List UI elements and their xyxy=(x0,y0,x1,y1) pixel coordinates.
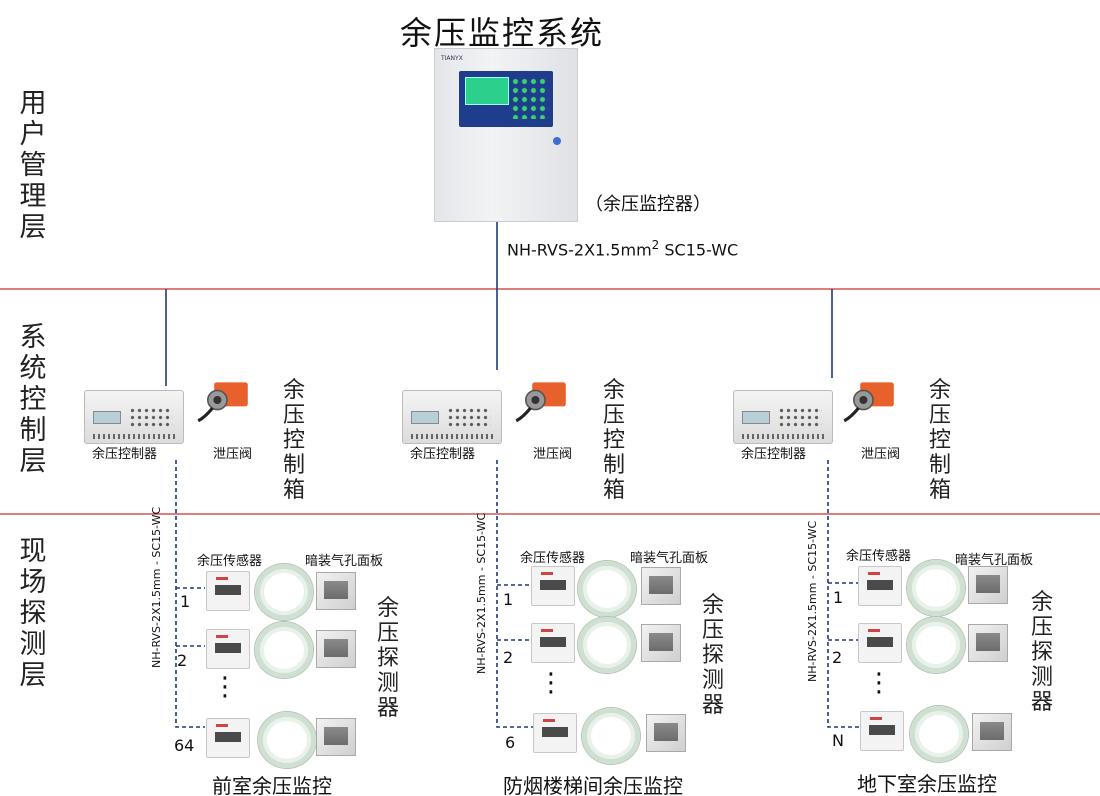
index-1-c: 64 xyxy=(174,736,195,755)
caption-2: 防烟楼梯间余压监控 xyxy=(503,774,683,796)
pressure-sensor-2-2 xyxy=(531,623,575,663)
air-panel-2-2 xyxy=(641,624,681,662)
valve-label-1: 泄压阀 xyxy=(213,447,253,462)
air-tube-2-2 xyxy=(578,617,636,673)
air-panel-3-n xyxy=(972,713,1012,751)
main-controller-cabinet: TIANYX xyxy=(434,48,578,222)
pressure-sensor-2-n xyxy=(533,713,577,753)
layer-label-field: 现场探测层 xyxy=(19,536,47,691)
field-bus-1 xyxy=(175,460,205,728)
air-panel-2-1 xyxy=(641,567,681,605)
air-tube-2-n xyxy=(582,708,640,764)
field-bus-3 xyxy=(827,460,861,728)
air-panel-1-1 xyxy=(316,572,356,610)
sensor-label-2: 余压传感器 xyxy=(520,551,586,566)
sensor-label-3: 余压传感器 xyxy=(846,549,912,564)
air-tube-3-1 xyxy=(907,560,965,616)
sensor-label-1: 余压传感器 xyxy=(197,554,263,569)
caption-3: 地下室余压监控 xyxy=(857,772,997,796)
main-cable-spec: NH-RVS-2X1.5mm xyxy=(507,240,652,260)
index-1-b: 2 xyxy=(177,651,188,670)
control-box-label-2: 余压控制箱 xyxy=(602,378,625,503)
pressure-sensor-2-1 xyxy=(531,566,575,606)
air-tube-2-1 xyxy=(578,561,636,617)
relief-valve-1 xyxy=(197,382,248,423)
control-panel xyxy=(459,71,553,127)
index-3-a: 1 xyxy=(833,588,844,607)
ellipsis-2: ⋮ xyxy=(538,668,564,698)
caption-1: 前室余压监控 xyxy=(212,774,332,796)
control-box-label-1: 余压控制箱 xyxy=(282,378,305,503)
air-panel-3-2 xyxy=(968,624,1008,662)
control-box-label-3: 余压控制箱 xyxy=(928,378,951,503)
pressure-sensor-1-1 xyxy=(206,571,250,611)
relief-valve-2 xyxy=(515,382,566,423)
air-tube-1-1 xyxy=(255,564,313,620)
keypad xyxy=(511,77,549,119)
panel-label-1: 暗装气孔面板 xyxy=(305,554,384,569)
diagram-title: 余压监控系统 xyxy=(400,14,605,52)
air-tube-1-n xyxy=(258,712,316,768)
controller-label-3: 余压控制器 xyxy=(741,447,807,462)
index-2-c: 6 xyxy=(505,733,516,752)
index-2-a: 1 xyxy=(503,590,514,609)
pressure-sensor-1-2 xyxy=(206,629,250,669)
controller-label-2: 余压控制器 xyxy=(410,447,476,462)
air-tube-3-2 xyxy=(907,617,965,673)
valve-label-3: 泄压阀 xyxy=(861,447,901,462)
pressure-controller-2 xyxy=(402,390,502,444)
detector-label-2: 余压探测器 xyxy=(701,593,724,718)
main-cable-label: NH-RVS-2X1.5mm2 SC15-WC xyxy=(507,238,738,259)
layer-label-user: 用户管理层 xyxy=(19,88,47,243)
field-cable-label-2: NH-RVS-2X1.5mm - SC15-WC xyxy=(475,512,488,674)
detector-label-1: 余压探测器 xyxy=(376,596,399,721)
main-cable-sup: 2 xyxy=(651,238,660,252)
valve-label-2: 泄压阀 xyxy=(533,447,573,462)
index-1-a: 1 xyxy=(180,592,191,611)
index-3-b: 2 xyxy=(832,648,843,667)
pressure-sensor-3-1 xyxy=(858,566,902,606)
index-2-b: 2 xyxy=(503,648,514,667)
pressure-sensor-1-n xyxy=(206,718,250,758)
lcd-screen xyxy=(465,77,509,105)
main-controller-label: （余压监控器） xyxy=(585,194,711,215)
controller-label-1: 余压控制器 xyxy=(92,447,158,462)
layer-label-system: 系统控制层 xyxy=(19,322,47,477)
index-3-c: N xyxy=(832,731,844,750)
air-panel-3-1 xyxy=(968,566,1008,604)
pressure-sensor-3-2 xyxy=(858,623,902,663)
field-bus-2 xyxy=(496,460,535,728)
pressure-sensor-3-n xyxy=(860,711,904,751)
relief-valve-3 xyxy=(843,382,894,423)
air-panel-1-2 xyxy=(316,630,356,668)
panel-label-2: 暗装气孔面板 xyxy=(630,551,709,566)
main-cable-tail: SC15-WC xyxy=(659,240,739,260)
air-tube-3-n xyxy=(910,706,968,762)
ellipsis-1: ⋮ xyxy=(212,672,238,702)
pressure-controller-3 xyxy=(733,390,833,444)
lock-icon xyxy=(553,137,561,145)
pressure-controller-1 xyxy=(84,390,184,444)
brand-logo: TIANYX xyxy=(441,55,463,62)
panel-label-3: 暗装气孔面板 xyxy=(955,553,1034,568)
air-panel-1-n xyxy=(316,718,356,756)
detector-label-3: 余压探测器 xyxy=(1030,590,1053,715)
air-tube-1-2 xyxy=(255,622,313,678)
field-cable-label-1: NH-RVS-2X1.5mm - SC15-WC xyxy=(150,506,163,668)
field-cable-label-3: NH-RVS-2X1.5mm - SC15-WC xyxy=(806,520,819,682)
ellipsis-3: ⋮ xyxy=(866,668,892,698)
air-panel-2-n xyxy=(646,714,686,752)
